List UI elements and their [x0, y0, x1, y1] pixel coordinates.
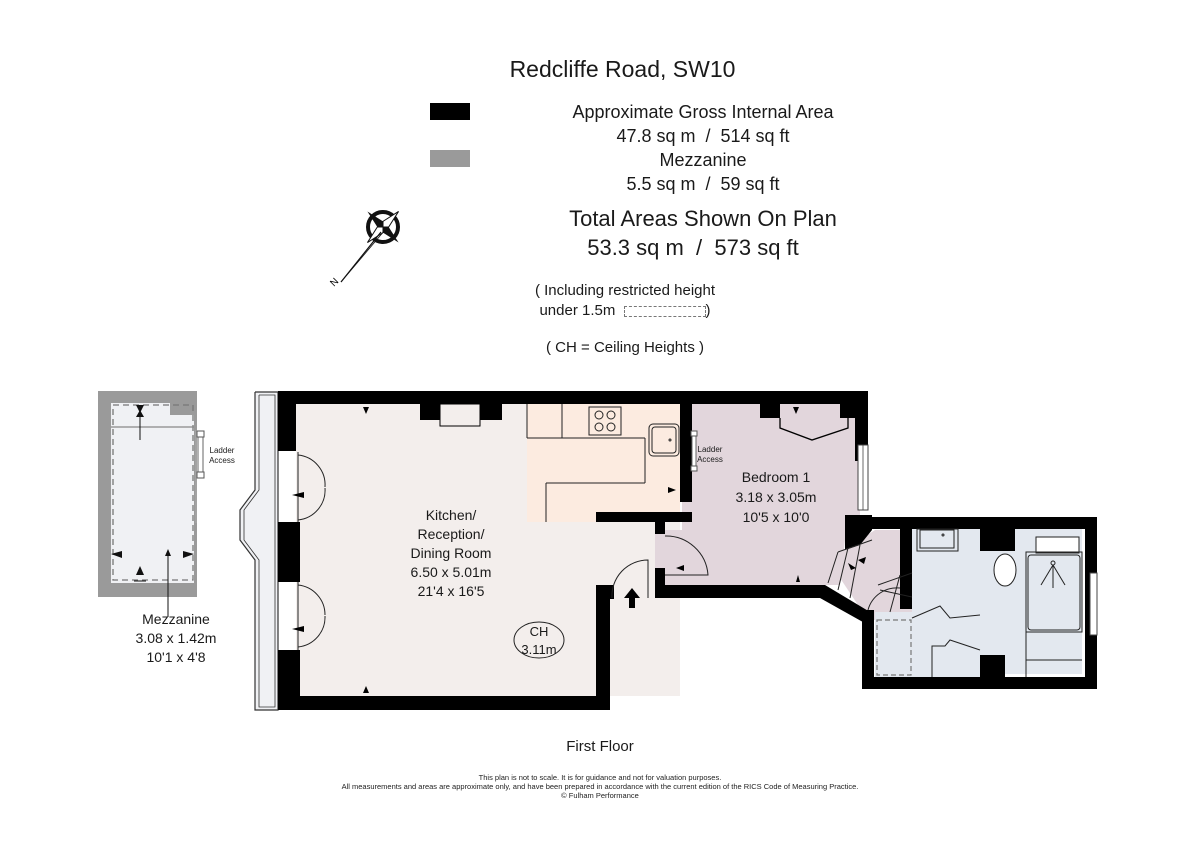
kitchen-fittings [526, 404, 680, 522]
bedroom-name: Bedroom 1 [742, 469, 811, 485]
kitchen-ladder-icon [690, 430, 698, 472]
restricted-height-note: ( Including restricted height [534, 282, 716, 299]
sink-icon [648, 423, 680, 457]
restricted-height-outline [112, 404, 194, 581]
ceiling-height-label: CH [530, 624, 549, 639]
ladder-access-label-2: Access [209, 456, 235, 465]
kitchen-name-line2: Reception/ [418, 526, 485, 542]
total-area-value: 53.3 sq m / 573 sq ft [587, 235, 799, 260]
dimension-markers [363, 407, 800, 693]
toilet-icon [993, 553, 1017, 587]
kitchen-metric: 6.50 x 5.01m [411, 564, 492, 580]
gross-internal-area-swatch [430, 103, 470, 120]
entrance-arrow-icon [624, 588, 640, 608]
restricted-height-text: under 1.5m [539, 302, 616, 319]
disclaimer-line-2: All measurements and areas are approxima… [341, 782, 859, 791]
disclaimer-line-1: This plan is not to scale. It is for gui… [478, 773, 722, 782]
kitchen-name-line3: Dining Room [411, 545, 492, 561]
kitchen-imperial: 21'4 x 16'5 [418, 583, 485, 599]
stairs [827, 539, 913, 613]
ceiling-height-value: 3.11m [521, 642, 556, 657]
entrance-door [611, 559, 649, 599]
ladder-access-label-1: Ladder [210, 446, 235, 455]
bedroom-metric: 3.18 x 3.05m [736, 489, 817, 505]
mezzanine-area-label: Mezzanine [659, 150, 747, 170]
ceiling-height-badge [513, 621, 565, 659]
restricted-height-note-line2: under 1.5m ) [440, 301, 810, 321]
kitchen-units-area [527, 404, 680, 522]
gross-internal-area-label: Approximate Gross Internal Area [572, 102, 834, 122]
mezzanine-floor [111, 403, 194, 583]
bathroom-window [1089, 572, 1098, 636]
bedroom-wardrobe [779, 418, 849, 441]
bedroom-floor [655, 404, 860, 585]
basin-icon [919, 529, 955, 549]
bedroom-imperial: 10'5 x 10'0 [743, 509, 810, 525]
compass-rose-icon: N [328, 210, 400, 289]
copyright-notice: © Fulham Performance [561, 791, 639, 800]
gross-internal-area-value: 47.8 sq m / 514 sq ft [616, 126, 790, 146]
plan-title: Redcliffe Road, SW10 [509, 56, 736, 82]
mezzanine-area-value: 5.5 sq m / 59 sq ft [626, 174, 780, 194]
bedroom-ladder-access-label-1: Ladder [698, 445, 723, 454]
mezzanine-plan: Ladder Access Mezzanine 3.08 x 1.42m 10'… [98, 391, 235, 665]
hob-icon [588, 406, 622, 436]
bay-window [239, 391, 279, 711]
floor-plan-drawing: Ladder Access Mezzanine 3.08 x 1.42m 10'… [98, 391, 1098, 711]
ladder-icon [196, 430, 205, 479]
balcony-doors [297, 452, 326, 650]
restricted-height-cupboard [876, 619, 912, 676]
ceiling-heights-note: ( CH = Ceiling Heights ) [546, 339, 704, 356]
kitchen-name-line1: Kitchen/ [426, 507, 477, 523]
bedroom-door [664, 535, 709, 576]
mezzanine-room-name: Mezzanine [142, 611, 210, 627]
mezzanine-metric: 3.08 x 1.42m [136, 630, 217, 646]
total-area-label: Total Areas Shown On Plan [569, 206, 837, 231]
bedroom-ladder-access-label-2: Access [697, 455, 723, 464]
floor-label: First Floor [566, 738, 634, 755]
walls [278, 391, 1097, 710]
restricted-height-dashed-key-icon [623, 305, 706, 317]
restricted-height-close: ) [705, 302, 711, 319]
compass-north-label: N [328, 276, 341, 289]
mezzanine-swatch [430, 150, 470, 167]
mezzanine-imperial: 10'1 x 4'8 [146, 649, 205, 665]
bathroom-fittings [911, 528, 1083, 677]
